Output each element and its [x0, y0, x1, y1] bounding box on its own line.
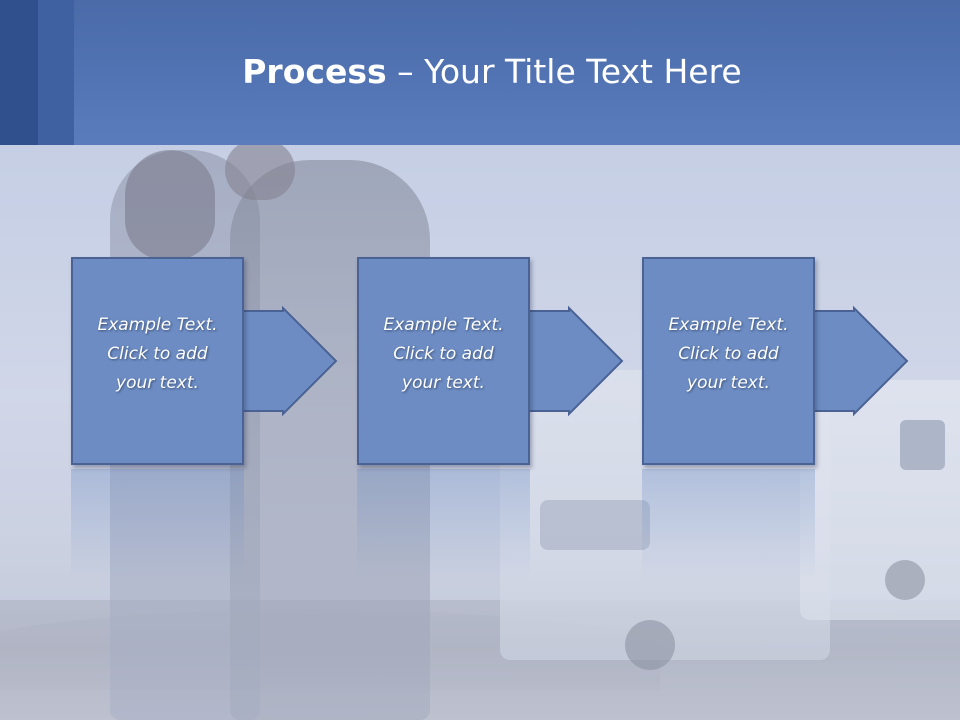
- step-text[interactable]: Example Text. Click to add your text.: [642, 311, 815, 398]
- title-rest: – Your Title Text Here: [386, 52, 742, 91]
- title-bar: Process – Your Title Text Here: [0, 0, 960, 145]
- step-text-line: Click to add: [393, 344, 494, 364]
- step-text-line: your text.: [116, 373, 199, 393]
- step-box[interactable]: [642, 257, 815, 465]
- step-reflection: [642, 469, 815, 579]
- background-person-man-head: [225, 140, 295, 200]
- background-person-woman-head: [125, 150, 215, 260]
- step-box[interactable]: [71, 257, 244, 465]
- step-text-line: Example Text.: [383, 315, 504, 335]
- step-text-line: Click to add: [678, 344, 779, 364]
- arrow-right-icon: [812, 305, 909, 417]
- step-text-line: Click to add: [107, 344, 208, 364]
- background-rv-window: [540, 500, 650, 550]
- step-box[interactable]: [357, 257, 530, 465]
- step-reflection: [71, 469, 244, 579]
- title-bold: Process: [242, 52, 387, 91]
- slide-title[interactable]: Process – Your Title Text Here: [74, 52, 910, 91]
- step-reflection: [357, 469, 530, 579]
- step-text-line: Example Text.: [668, 315, 789, 335]
- arrow-right-icon: [241, 305, 338, 417]
- step-text-line: Example Text.: [97, 315, 218, 335]
- header-accent-block: [0, 0, 38, 145]
- header-accent-block: [38, 0, 74, 145]
- step-text[interactable]: Example Text. Click to add your text.: [71, 311, 244, 398]
- arrow-right-icon: [527, 305, 624, 417]
- background-rv-window-right: [900, 420, 945, 470]
- step-text-line: your text.: [687, 373, 770, 393]
- background-wheel: [625, 620, 675, 670]
- step-text[interactable]: Example Text. Click to add your text.: [357, 311, 530, 398]
- step-text-line: your text.: [402, 373, 485, 393]
- background-wheel: [885, 560, 925, 600]
